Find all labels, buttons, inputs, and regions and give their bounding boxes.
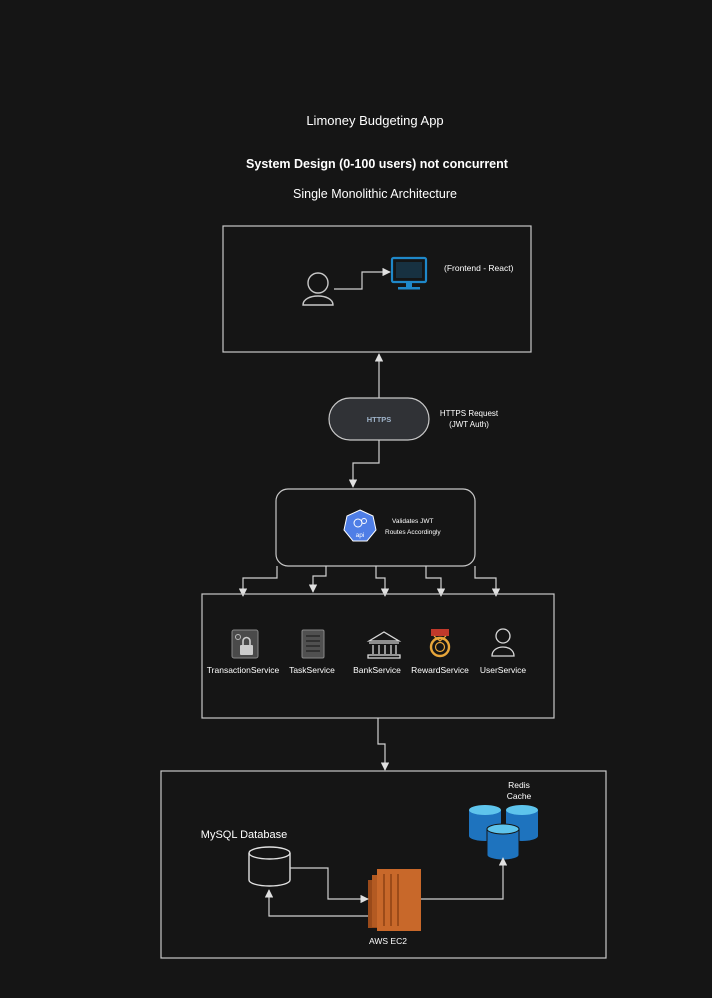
medal-icon bbox=[429, 629, 451, 658]
connector-task bbox=[308, 566, 327, 593]
service-label-reward: RewardService bbox=[411, 665, 469, 675]
https-to-gateway-connector bbox=[348, 440, 380, 488]
api-badge-text: api bbox=[356, 532, 365, 539]
api-gateway-icon: api bbox=[343, 509, 377, 542]
frontend-label: (Frontend - React) bbox=[444, 263, 514, 273]
service-label-user: UserService bbox=[480, 665, 527, 675]
connector-reward bbox=[425, 566, 446, 597]
mysql-to-ec2-connector bbox=[290, 867, 369, 904]
redis-cache-icon bbox=[469, 805, 538, 861]
connector-bank bbox=[375, 566, 390, 597]
diagram-title: Limoney Budgeting App bbox=[306, 113, 443, 128]
https-request-label: HTTPS Request bbox=[440, 409, 499, 418]
service-label-task: TaskService bbox=[289, 665, 335, 675]
jwt-auth-label: (JWT Auth) bbox=[449, 420, 489, 429]
bank-icon bbox=[366, 631, 402, 659]
redis-label-line2: Cache bbox=[507, 791, 532, 801]
monitor-icon bbox=[390, 256, 428, 290]
safe-icon bbox=[231, 629, 259, 659]
connector-transaction bbox=[238, 566, 278, 597]
service-label-transaction: TransactionService bbox=[207, 665, 280, 675]
services-to-data-connector bbox=[377, 718, 390, 771]
data-layer-connectors bbox=[264, 857, 508, 917]
ec2-to-mysql-connector bbox=[264, 889, 368, 917]
gateway-line-1: Validates JWT bbox=[392, 518, 433, 525]
redis-cylinder-front bbox=[486, 823, 520, 861]
user-to-frontend-connector bbox=[334, 267, 391, 290]
https-pill-label: HTTPS bbox=[367, 415, 392, 424]
ec2-label: AWS EC2 bbox=[369, 936, 407, 946]
mysql-label: MySQL Database bbox=[201, 829, 287, 841]
database-icon bbox=[248, 846, 291, 887]
ec2-to-redis-connector bbox=[421, 857, 508, 900]
gateway-to-services-connectors bbox=[238, 566, 501, 597]
server-rack-icon bbox=[301, 629, 325, 659]
architecture-label: Single Monolithic Architecture bbox=[293, 187, 457, 201]
data-layer-box bbox=[160, 770, 607, 959]
user-icon bbox=[302, 272, 334, 306]
frontend-box bbox=[222, 225, 532, 353]
redis-label-line1: Redis bbox=[508, 780, 530, 790]
connector-user bbox=[474, 566, 501, 597]
gateway-line-2: Routes Accordingly bbox=[385, 529, 441, 536]
redis-cylinder-right bbox=[506, 805, 538, 841]
ec2-icon bbox=[368, 869, 421, 931]
user-service-icon bbox=[491, 628, 515, 657]
service-label-bank: BankService bbox=[353, 665, 401, 675]
diagram-subtitle: System Design (0-100 users) not concurre… bbox=[246, 157, 509, 171]
